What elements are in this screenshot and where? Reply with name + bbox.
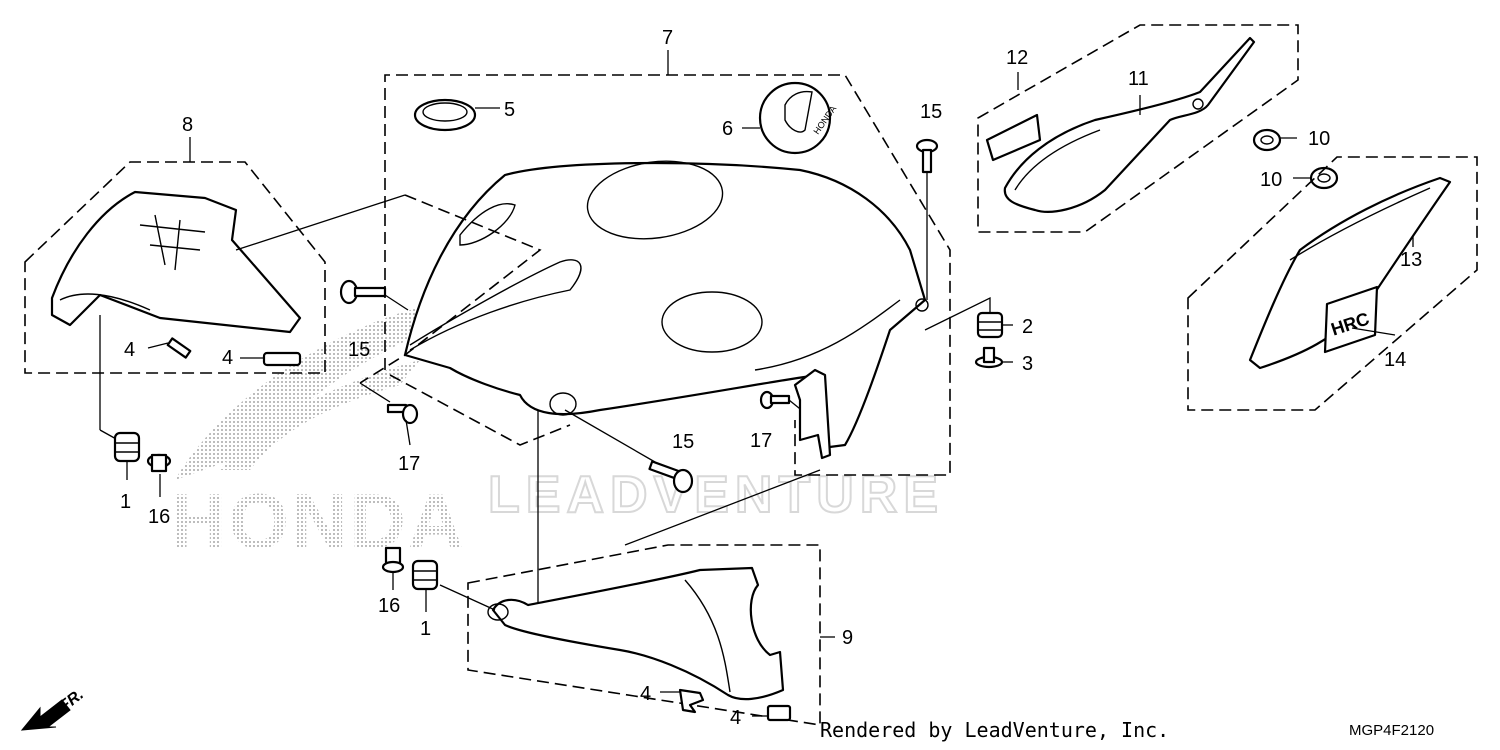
leadventure-watermark: LEADVENTURE bbox=[488, 466, 944, 524]
callout-10-a: 10 bbox=[1308, 128, 1330, 150]
callout-16-lower: 16 bbox=[378, 595, 400, 617]
part-7-tank-cover[interactable] bbox=[403, 153, 929, 450]
part-17-bolt-left[interactable] bbox=[386, 403, 419, 425]
honda-logo-text: HONDA bbox=[170, 477, 466, 565]
callout-15-top: 15 bbox=[920, 101, 942, 123]
part-16-collar-upper[interactable] bbox=[146, 453, 172, 473]
callout-8: 8 bbox=[182, 114, 193, 136]
part-4-clip-a[interactable] bbox=[166, 337, 192, 359]
callout-17-left: 17 bbox=[398, 453, 420, 475]
callout-4-b: 4 bbox=[222, 347, 233, 369]
callout-5: 5 bbox=[504, 99, 515, 121]
callout-15-left: 15 bbox=[348, 339, 370, 361]
callout-6: 6 bbox=[722, 118, 733, 140]
callout-17-right: 17 bbox=[750, 430, 772, 452]
callout-labels: 1 1 2 3 4 4 4 4 5 6 7 8 9 10 10 11 12 13… bbox=[120, 27, 1422, 729]
part-1-grommet-lower[interactable] bbox=[411, 559, 439, 591]
callout-7: 7 bbox=[662, 27, 673, 49]
callout-12: 12 bbox=[1006, 47, 1028, 69]
group-box-9 bbox=[467, 544, 821, 726]
mounting-box bbox=[359, 194, 542, 384]
part-6-cap-emblem[interactable]: HONDA bbox=[758, 81, 838, 155]
part-11-side-cover[interactable] bbox=[1003, 36, 1256, 213]
part-10-grommet-b[interactable] bbox=[1309, 166, 1339, 190]
part-16-collar-lower[interactable] bbox=[381, 546, 405, 574]
callout-1-upper: 1 bbox=[120, 491, 131, 513]
part-1-grommet-upper[interactable] bbox=[113, 431, 141, 463]
group-box-13 bbox=[1187, 156, 1478, 411]
footer-credit: Rendered by LeadVenture, Inc. bbox=[820, 718, 1170, 742]
callout-1-lower: 1 bbox=[420, 618, 431, 640]
callout-13: 13 bbox=[1400, 249, 1422, 271]
callout-9: 9 bbox=[842, 627, 853, 649]
callout-16-upper: 16 bbox=[148, 506, 170, 528]
group-box-7 bbox=[384, 74, 951, 476]
callout-4-c: 4 bbox=[640, 683, 651, 705]
diagram-code: MGP4F2120 bbox=[1349, 722, 1435, 739]
part-15-screw-top[interactable] bbox=[915, 138, 939, 174]
part-4-clip-d[interactable] bbox=[766, 704, 792, 722]
callout-2: 2 bbox=[1022, 316, 1033, 338]
callout-3: 3 bbox=[1022, 353, 1033, 375]
callout-4-a: 4 bbox=[124, 339, 135, 361]
part-3-collar[interactable] bbox=[974, 346, 1004, 369]
callout-15-bottom: 15 bbox=[672, 431, 694, 453]
part-4-clip-c[interactable] bbox=[678, 688, 705, 714]
part-2-grommet[interactable] bbox=[976, 311, 1004, 339]
callout-4-d: 4 bbox=[730, 707, 741, 729]
part-14-decal[interactable]: HRC bbox=[1323, 285, 1379, 354]
part-9-side-panel[interactable] bbox=[487, 566, 785, 701]
callout-14: 14 bbox=[1384, 349, 1406, 371]
part-10-grommet-a[interactable] bbox=[1252, 128, 1282, 152]
part-15-screw-bottom[interactable] bbox=[648, 460, 694, 494]
front-arrow-icon: FR. bbox=[20, 686, 87, 731]
honda-watermark: HONDA bbox=[170, 301, 470, 565]
callout-10-b: 10 bbox=[1260, 169, 1282, 191]
part-4-clip-b[interactable] bbox=[262, 351, 302, 367]
honda-wing-icon bbox=[175, 301, 470, 480]
side-bracket bbox=[793, 368, 832, 460]
callout-11: 11 bbox=[1128, 68, 1149, 90]
part-17-bolt-right[interactable] bbox=[759, 390, 791, 410]
part-5-gasket[interactable] bbox=[413, 98, 477, 132]
group-box-8 bbox=[24, 161, 326, 374]
group-box-12 bbox=[977, 24, 1299, 233]
part-8-inner-panel[interactable] bbox=[50, 190, 302, 334]
part-15-screw-left[interactable] bbox=[339, 279, 387, 305]
part-12-label[interactable] bbox=[985, 113, 1042, 162]
